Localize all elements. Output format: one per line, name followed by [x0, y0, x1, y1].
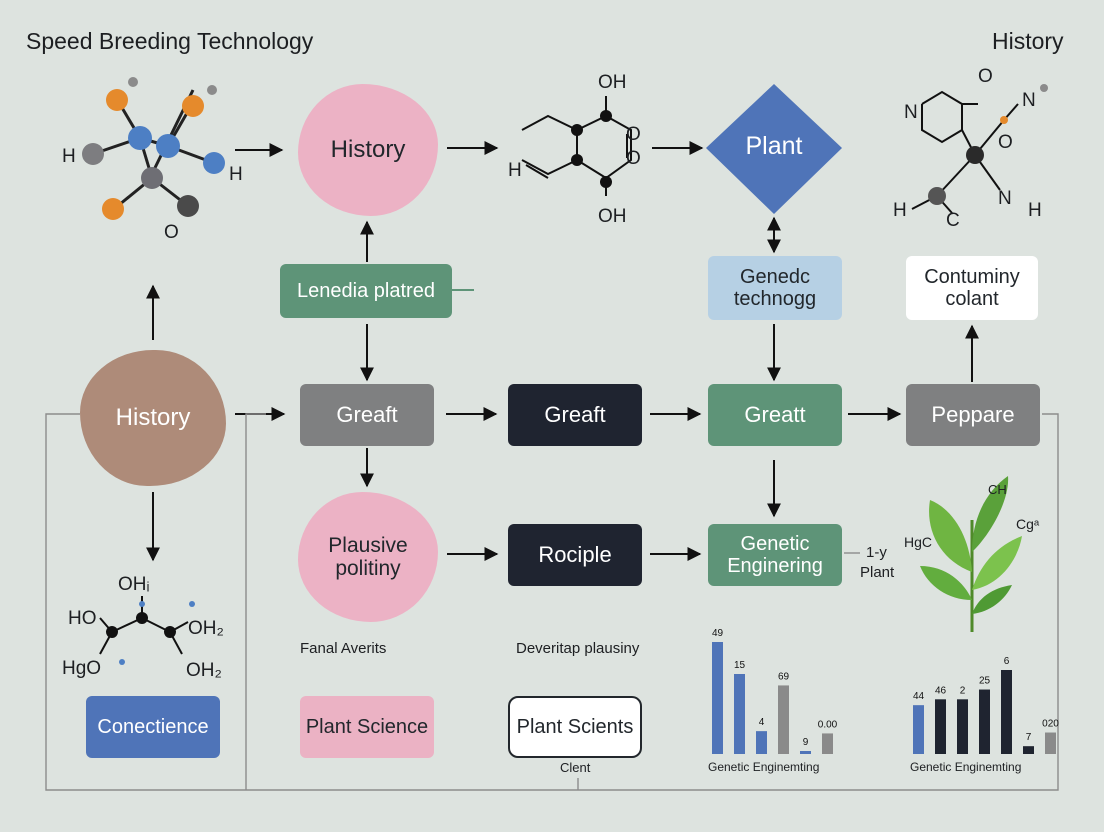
atom-label: H [508, 160, 522, 181]
conectience-node[interactable]: Conectience [86, 696, 220, 758]
genedc-line-1: Genedc [739, 266, 811, 288]
plausive-line-2: politiny [335, 557, 401, 580]
bar [800, 751, 811, 754]
atom-label: HO [68, 608, 97, 629]
atom-label: O [978, 66, 993, 87]
page-title: Speed Breeding Technology [26, 28, 314, 54]
bar [979, 689, 990, 754]
bar-chart-1: 49 15 4 69 9 0.00 [712, 628, 838, 754]
bar [712, 642, 723, 754]
atom-label: O [626, 124, 641, 145]
bar [935, 699, 946, 754]
bar [822, 733, 833, 754]
atom-label: H [893, 200, 907, 221]
rociple-node[interactable]: Rociple [508, 524, 642, 586]
page-title-right: History [992, 28, 1064, 54]
bar-value-label: 4 [759, 717, 765, 728]
bar [913, 705, 924, 754]
plant-science-node[interactable]: Plant Science [300, 696, 434, 758]
atom-label: H [229, 164, 243, 185]
atom-label: HgO [62, 658, 102, 679]
greaft-dark-node[interactable]: Greaft [508, 384, 642, 446]
plant-label: Plant [860, 564, 895, 581]
bar [756, 731, 767, 754]
bar-value-label: 49 [712, 628, 724, 639]
bar-value-label: 7 [1026, 732, 1032, 743]
bar [957, 699, 968, 754]
plant-icon [920, 476, 1022, 632]
molecule-top-left [82, 77, 225, 220]
contuminy-line-1: Contuminy [924, 266, 1020, 288]
bar-value-label: 69 [778, 671, 790, 682]
atom-label: O [164, 222, 179, 243]
atom-label: C [946, 210, 960, 231]
bar-value-label: 020 [1042, 719, 1059, 730]
plant-scients-node[interactable]: Plant Scients [508, 696, 642, 758]
ch-label: CH [988, 482, 1007, 497]
bar-value-label: 0.00 [818, 719, 838, 730]
atom-label: OH [598, 72, 627, 93]
bar-value-label: 6 [1004, 656, 1010, 667]
genetic-line-1: Genetic [740, 533, 810, 555]
hgc-label: HgC [904, 534, 933, 550]
molecule-ring [521, 96, 632, 196]
history-left-node[interactable]: History [80, 350, 226, 486]
genedc-line-2: technogg [733, 288, 817, 310]
bar [734, 674, 745, 754]
bar-value-label: 2 [960, 685, 966, 696]
atom-label: N [904, 102, 918, 123]
chart-1-xlabel: Genetic Enginemting [708, 760, 820, 774]
history-top-node[interactable]: History [298, 84, 438, 216]
genetic-node[interactable]: Genetic Enginering [708, 524, 842, 586]
atom-label: O [626, 148, 641, 169]
genedc-node[interactable]: Genedc technogg [708, 256, 842, 320]
bar [1023, 746, 1034, 754]
plant-diamond-label: Plant [745, 132, 803, 160]
bar-value-label: 9 [803, 737, 809, 748]
bar-value-label: 46 [935, 685, 947, 696]
deveritap-label: Deveritap plausiny [516, 640, 640, 657]
client-label: Clent [560, 760, 591, 775]
bar-chart-2: 44 46 2 25 6 7 020 [913, 656, 1059, 754]
genetic-line-2: Enginering [727, 555, 823, 577]
bar [1001, 670, 1012, 754]
bar-value-label: 15 [734, 660, 746, 671]
atom-label: OH₂ [188, 618, 224, 639]
atom-label: N [998, 188, 1012, 209]
greatt-green-node[interactable]: Greatt [708, 384, 842, 446]
bar-value-label: 44 [913, 691, 925, 702]
contuminy-node[interactable]: Contuminy colant [906, 256, 1038, 320]
plausive-node[interactable]: Plausive politiny [298, 492, 438, 622]
greaft-gray-node[interactable]: Greaft [300, 384, 434, 446]
atom-label: OH₂ [186, 660, 222, 681]
bar-value-label: 25 [979, 676, 991, 687]
bar [1045, 732, 1056, 754]
atom-label: N [1022, 90, 1036, 111]
cg-label: Cgᵃ [1016, 516, 1040, 532]
chart-2-xlabel: Genetic Enginemting [910, 760, 1022, 774]
atom-label: OH [598, 206, 627, 227]
frame-inner [245, 413, 266, 790]
bar [778, 685, 789, 754]
atom-label: H [62, 146, 76, 167]
fanal-label: Fanal Averits [300, 640, 387, 657]
atom-label: H [1028, 200, 1042, 221]
atom-label: O [998, 132, 1013, 153]
one-y-label: 1-y [866, 544, 887, 561]
contuminy-line-2: colant [945, 288, 999, 310]
plant-diamond-shape[interactable] [706, 84, 842, 214]
lenedia-node[interactable]: Lenedia platred [280, 264, 452, 318]
frame-left [45, 413, 1059, 791]
atom-label: OHᵢ [118, 574, 150, 595]
peppare-node[interactable]: Peppare [906, 384, 1040, 446]
plausive-line-1: Plausive [328, 533, 408, 557]
